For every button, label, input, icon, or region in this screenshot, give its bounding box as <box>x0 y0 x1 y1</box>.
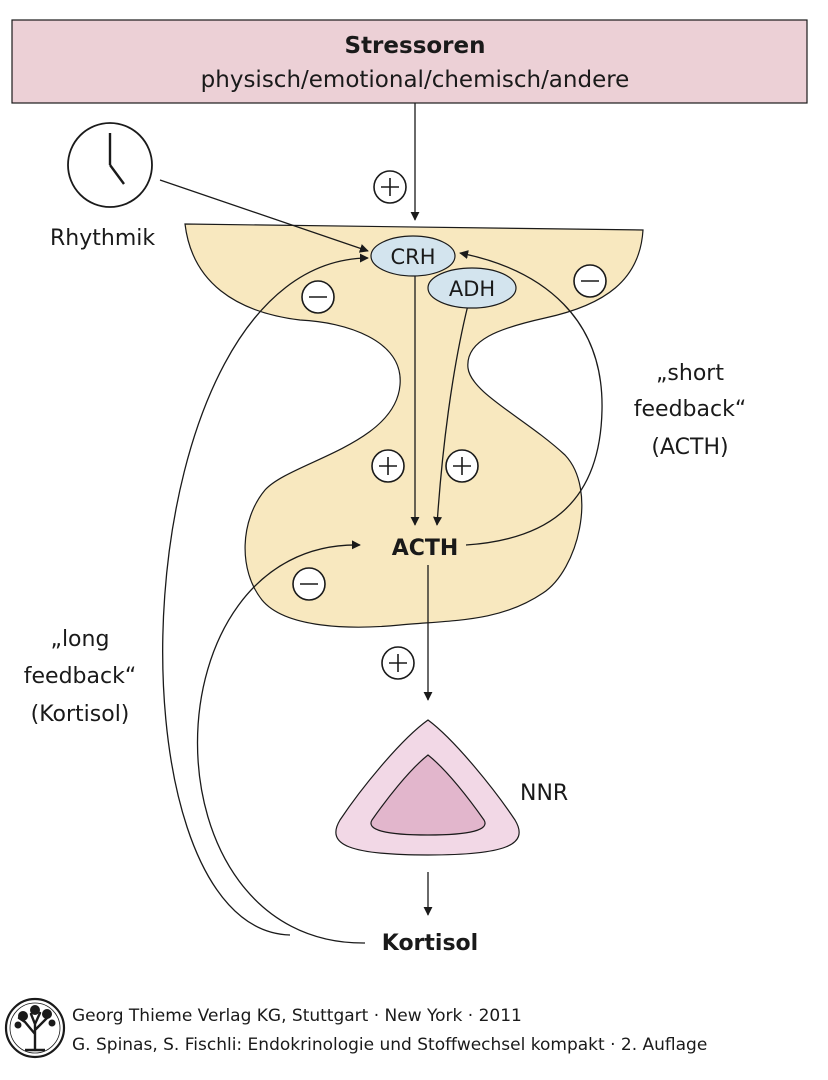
rhythm-label: Rhythmik <box>50 226 155 251</box>
minus-sign-icon <box>292 567 326 601</box>
publisher-tree-logo <box>4 997 66 1059</box>
plus-sign-icon <box>373 170 407 204</box>
stressor-box: Stressoren physisch/emotional/chemisch/a… <box>11 19 808 104</box>
nnr-adrenal-gland <box>335 719 520 856</box>
hypothalamus-pituitary-region <box>184 223 644 628</box>
adh-to-acth-arrow <box>433 304 469 526</box>
kortisol-label: Kortisol <box>382 931 478 956</box>
stressor-subtitle: physisch/emotional/chemisch/andere <box>201 67 630 93</box>
nnr-label: NNR <box>520 781 568 806</box>
stressor-title: Stressoren <box>345 33 486 59</box>
footer-book-reference: G. Spinas, S. Fischli: Endokrinologie un… <box>72 1035 707 1055</box>
minus-sign-icon <box>301 280 335 314</box>
svg-text:feedback“: feedback“ <box>634 397 746 422</box>
svg-text:(ACTH): (ACTH) <box>651 435 728 460</box>
long-feedback-to-crh-arrow <box>162 253 369 936</box>
long-feedback-label: „long feedback“ (Kortisol) <box>24 627 136 727</box>
clock-icon <box>67 122 153 208</box>
crh-node: CRH <box>370 235 456 277</box>
adh-label: ADH <box>449 277 495 301</box>
acth-label: ACTH <box>392 536 459 561</box>
long-feedback-to-acth-arrow <box>196 540 366 944</box>
adh-node: ADH <box>427 267 517 309</box>
crh-label: CRH <box>390 245 435 269</box>
footer-publisher: Georg Thieme Verlag KG, Stuttgart · New … <box>72 1006 522 1026</box>
plus-sign-icon <box>381 646 415 680</box>
short-feedback-label: „short feedback“ (ACTH) <box>634 361 746 460</box>
svg-text:„short: „short <box>656 361 724 386</box>
svg-text:feedback“: feedback“ <box>24 664 136 689</box>
minus-sign-icon <box>573 264 607 298</box>
rhythm-arrow <box>159 179 369 253</box>
svg-text:(Kortisol): (Kortisol) <box>31 702 130 727</box>
plus-sign-icon <box>445 449 479 483</box>
short-feedback-arrow <box>459 250 603 546</box>
svg-text:„long: „long <box>51 627 110 652</box>
plus-sign-icon <box>371 449 405 483</box>
